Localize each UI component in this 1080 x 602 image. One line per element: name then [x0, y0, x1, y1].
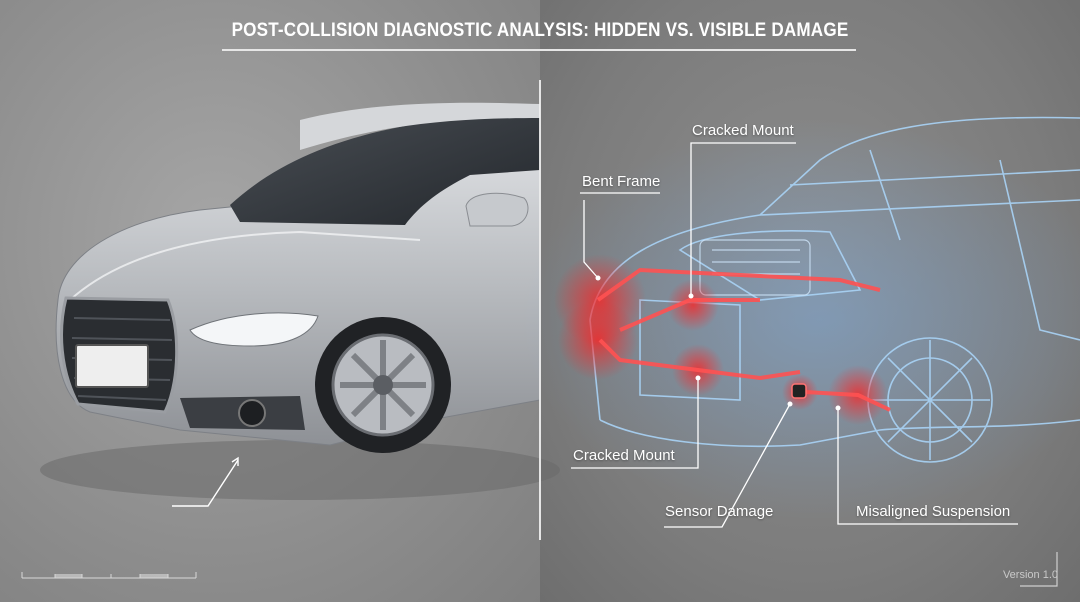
- scale-bar: [21, 572, 197, 579]
- silver-sedan: [40, 102, 560, 500]
- damage-highlights: [554, 254, 891, 425]
- corner-bracket: [1020, 552, 1058, 587]
- callout-sensor-damage: Sensor Damage: [665, 503, 774, 520]
- callout-cracked-mount-bottom: Cracked Mount: [573, 447, 675, 464]
- callout-leaders: [571, 142, 1018, 528]
- callout-dots: [595, 275, 841, 411]
- page-title: POST-COLLISION DIAGNOSTIC ANALYSIS: HIDD…: [231, 20, 849, 41]
- panel-divider: [539, 80, 541, 540]
- title-underline: [222, 49, 856, 51]
- callout-misaligned-suspension: Misaligned Suspension: [856, 503, 1011, 520]
- callout-bent-frame: Bent Frame: [582, 173, 661, 190]
- visible-damage-pointer: [172, 456, 239, 507]
- callout-cracked-mount-top: Cracked Mount: [692, 122, 794, 139]
- version-label: Version 1.0: [1002, 569, 1058, 581]
